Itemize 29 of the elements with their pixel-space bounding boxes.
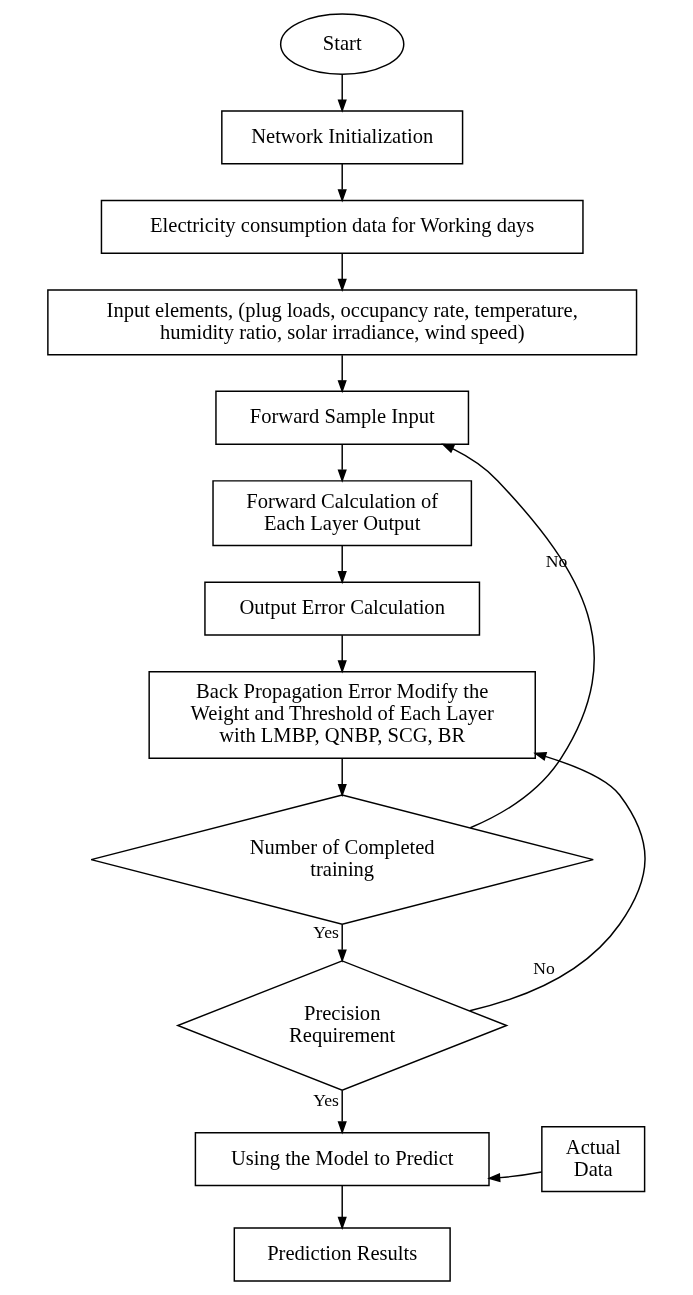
node-diamond: Number of Completed training — [90, 794, 594, 925]
arrow — [337, 73, 347, 113]
node-ellipse: Start — [279, 13, 405, 75]
edge-label: No — [533, 957, 555, 978]
node-box: Input elements, (plug loads, occupancy rate, temperature, humidity ratio, solar irradiance, wind speed) — [47, 289, 638, 356]
arrow — [441, 443, 595, 829]
arrow — [337, 1089, 347, 1135]
edge-label: Yes — [313, 1090, 339, 1111]
node-box: Forward Sample Input — [215, 390, 470, 445]
arrow — [469, 752, 646, 1012]
node-box: Electricity consumption data for Working days — [100, 199, 584, 255]
arrow — [337, 923, 347, 963]
arrow — [337, 545, 347, 585]
arrow — [487, 1171, 543, 1183]
node-box: Forward Calculation of Each Layer Output — [212, 480, 473, 547]
node-diamond: Precision Requirement — [175, 960, 509, 1091]
node-box: Actual Data — [541, 1126, 646, 1193]
node-box: Output Error Calculation — [204, 581, 481, 636]
arrow — [337, 634, 347, 674]
arrow — [337, 252, 347, 292]
node-box: Back Propagation Error Modify the Weight and Threshold of Each Layer with LMBP, QNBP, SCG, BR — [148, 671, 536, 760]
arrow — [337, 163, 347, 203]
node-box: Prediction Results — [233, 1227, 451, 1282]
node-box: Network Initialization — [221, 110, 464, 165]
arrow — [337, 757, 347, 798]
node-box: Using the Model to Predict — [194, 1131, 490, 1187]
arrow — [337, 1185, 347, 1231]
arrow — [337, 443, 347, 483]
arrow — [337, 354, 347, 394]
